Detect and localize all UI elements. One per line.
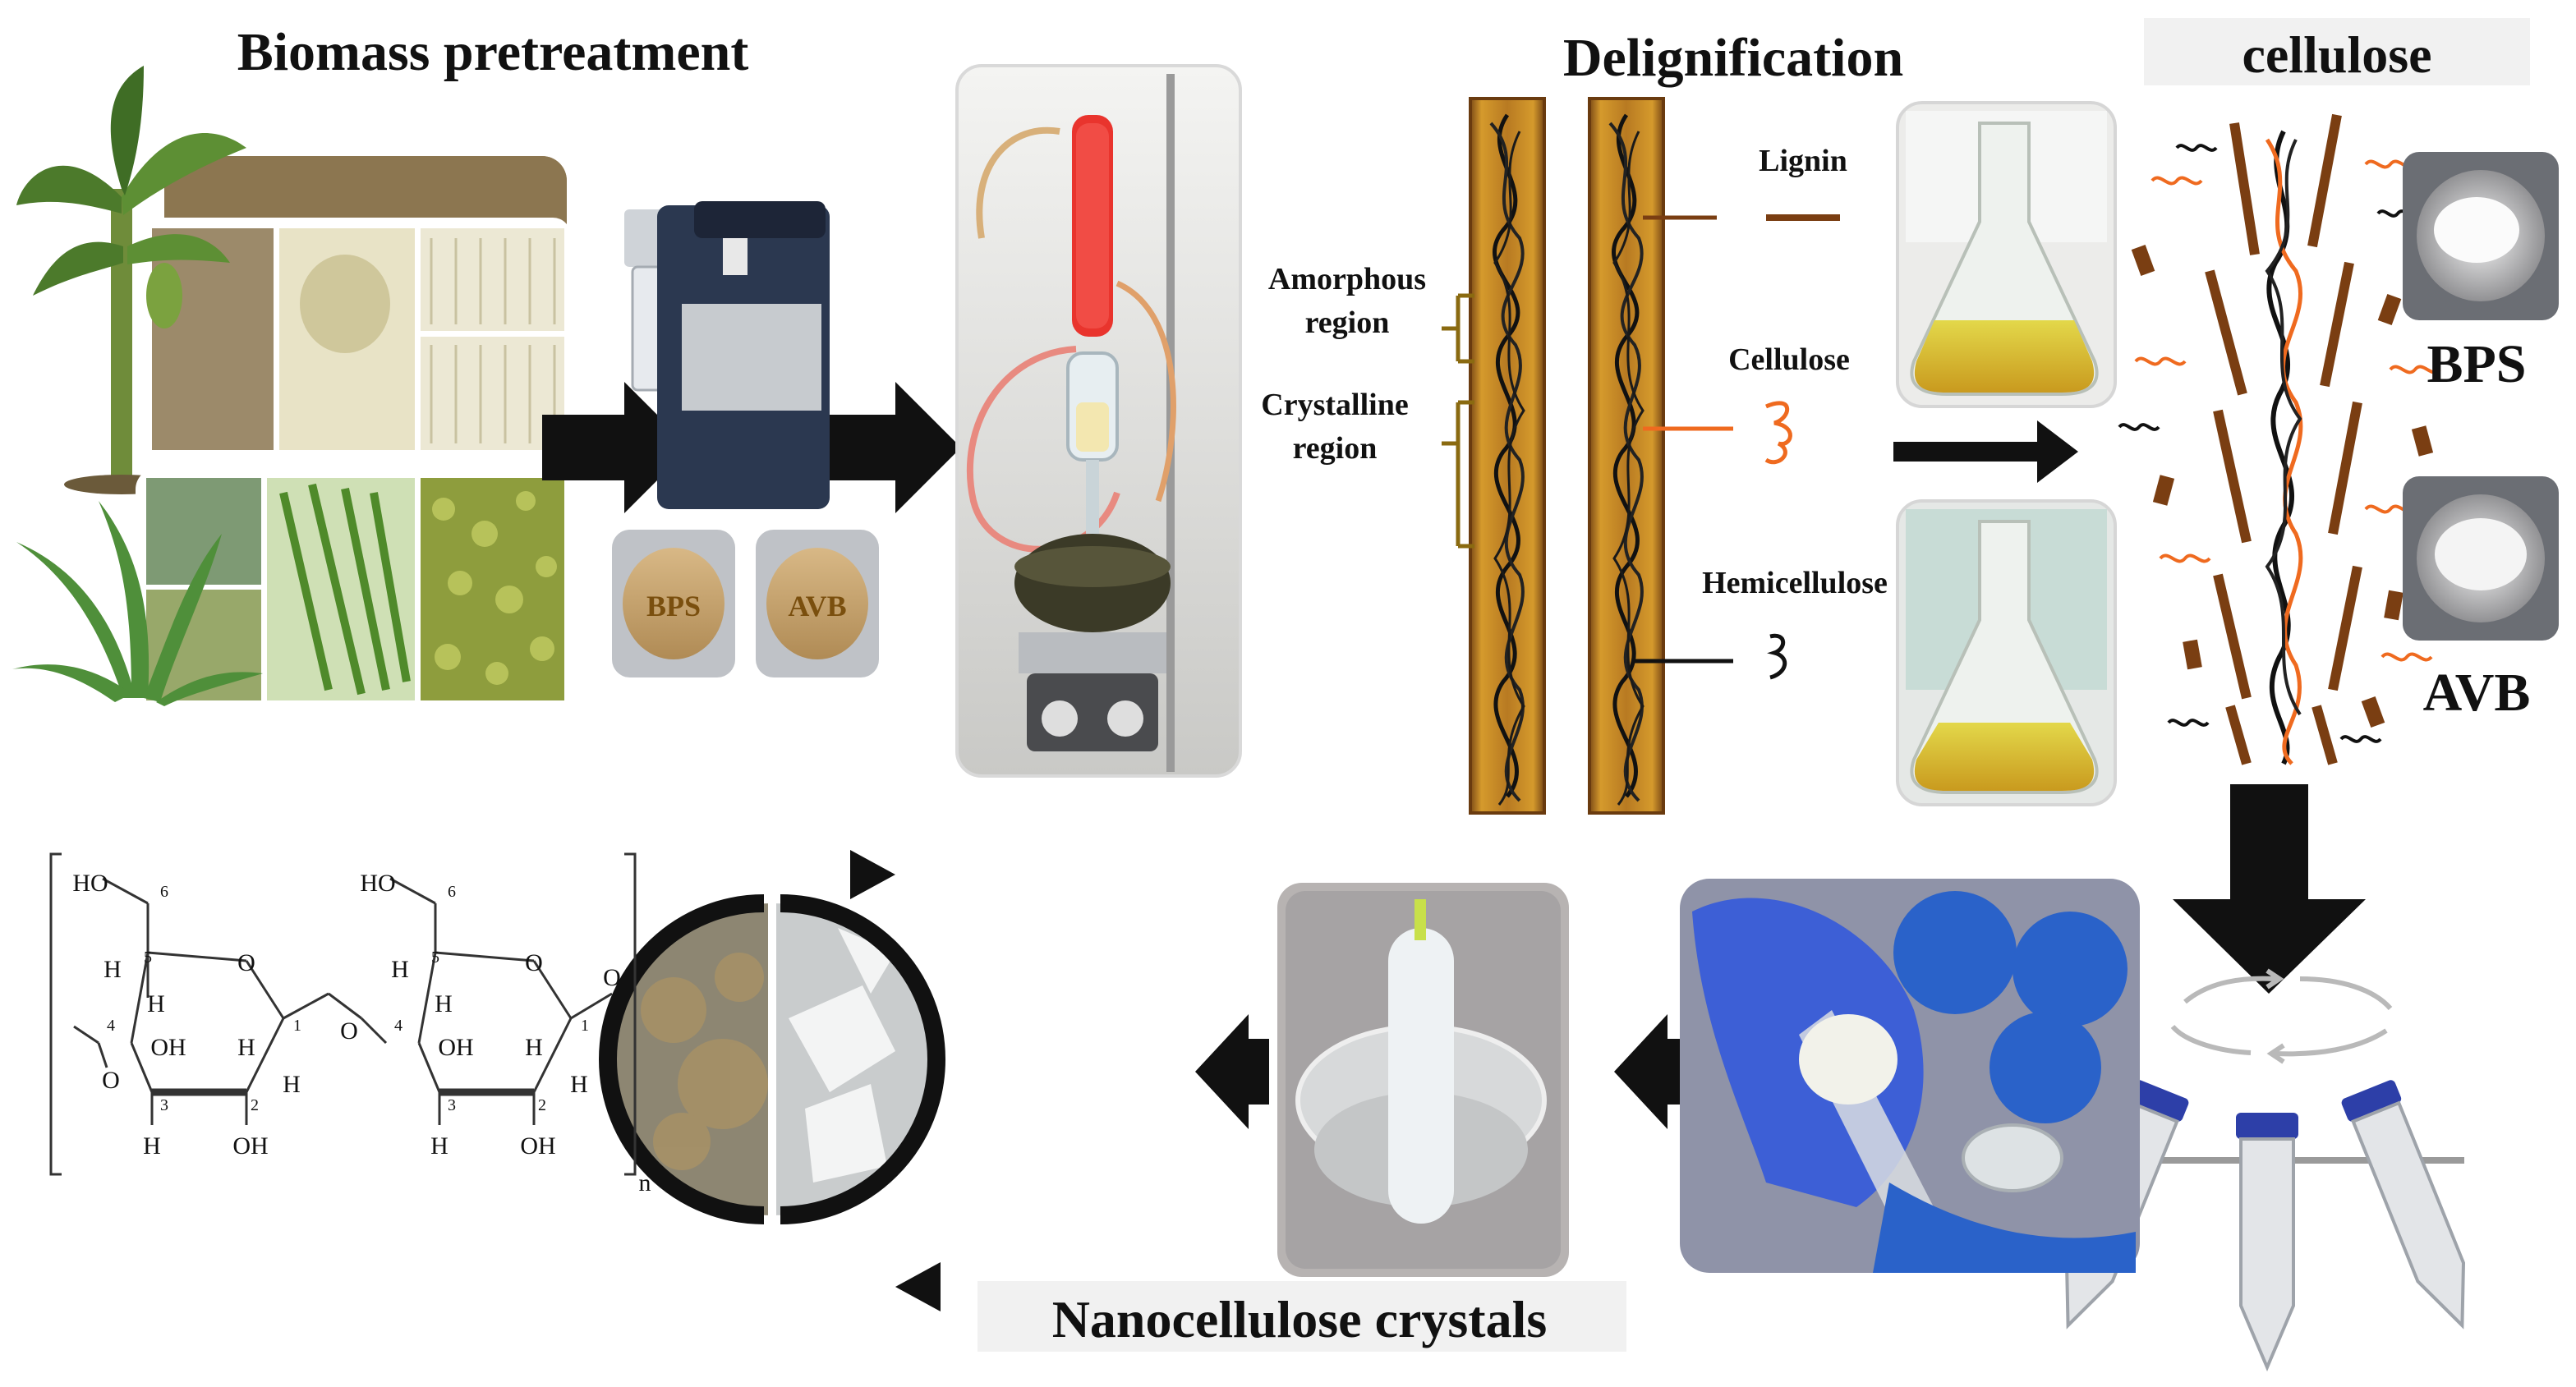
avb-dish-label: AVB xyxy=(788,590,846,622)
atom-h-b: H xyxy=(147,990,165,1017)
hemicellulose-label: Hemicellulose xyxy=(1702,566,1888,600)
atom-end-o-right: O xyxy=(603,964,621,991)
hemicellulose-legend-mark xyxy=(1767,633,1787,680)
bps-cellulose-dish xyxy=(2403,152,2559,320)
atom-bridge-o: O xyxy=(340,1017,358,1045)
atom-oh-d: OH xyxy=(520,1132,555,1160)
avb-cellulose-label: AVB xyxy=(2423,663,2531,723)
avb-powder-dish: AVB xyxy=(756,530,879,677)
cellulose-legend-mark xyxy=(1764,401,1792,465)
atom-oh-c: OH xyxy=(438,1034,473,1061)
banana-tree-illustration xyxy=(16,66,246,494)
bps-cellulose-label: BPS xyxy=(2426,334,2526,394)
atom-c3-right: 3 xyxy=(448,1096,456,1114)
crystalline-label-line1: Crystalline xyxy=(1261,388,1408,422)
cellulose-title-bg xyxy=(2144,18,2530,85)
atom-h-c: H xyxy=(237,1034,255,1061)
arrow-to-crystals xyxy=(1195,1014,1269,1129)
centrifuge-tube-middle xyxy=(2236,1113,2298,1372)
centrifuge-tube-right xyxy=(2341,1080,2466,1330)
atom-c6-left: 6 xyxy=(160,883,168,901)
atom-h-i: H xyxy=(570,1071,588,1098)
atom-ring-o-left: O xyxy=(237,949,255,976)
polymer-subscript-n: n xyxy=(639,1169,651,1196)
title-nanocellulose-crystals: Nanocellulose crystals xyxy=(1052,1290,1548,1348)
atom-ho-left: HO xyxy=(72,870,108,897)
atom-h-d: H xyxy=(283,1071,301,1098)
title-biomass-pretreatment: Biomass pretreatment xyxy=(237,22,749,82)
bps-powder-dish: BPS xyxy=(612,530,735,677)
soxhlet-extraction-photo xyxy=(955,64,1242,778)
structure-atom-labels: HO 6 5 O H H 4 OH H 1 H 3 2 H OH O O HO … xyxy=(72,870,651,1196)
arrow-to-soxhlet xyxy=(830,382,961,513)
atom-c3-left: 3 xyxy=(160,1096,168,1114)
atom-h-e: H xyxy=(143,1132,161,1160)
atom-oh-a: OH xyxy=(150,1034,186,1061)
grinding-mill-machine xyxy=(624,201,830,509)
cellulose-component-label: Cellulose xyxy=(1728,342,1850,377)
title-cellulose: cellulose xyxy=(2242,25,2431,84)
atom-ho-right: HO xyxy=(360,870,395,897)
arrow-to-cellulose xyxy=(1893,420,2078,483)
flask-photo-top xyxy=(1896,101,2117,408)
bps-dish-label: BPS xyxy=(646,590,701,622)
atom-c5-left: 5 xyxy=(144,948,152,967)
banana-photo-panel xyxy=(144,156,571,464)
lignin-label: Lignin xyxy=(1759,144,1847,178)
atom-c2-left: 2 xyxy=(251,1096,259,1114)
centrifuge-rotation-arrows xyxy=(2170,968,2393,1064)
fiber-left xyxy=(1469,97,1546,815)
crystalline-label-line2: region xyxy=(1293,431,1378,466)
atom-h-h: H xyxy=(525,1034,543,1061)
avb-cellulose-dish xyxy=(2403,476,2559,641)
atom-ring-o-right: O xyxy=(525,949,543,976)
title-delignification: Delignification xyxy=(1563,28,1903,88)
arrow-to-dialysis xyxy=(1614,1014,1688,1129)
flask-photo-bottom xyxy=(1896,499,2117,806)
process-arrows xyxy=(542,382,2366,1129)
atom-h-a: H xyxy=(104,956,122,983)
atom-c4-left: 4 xyxy=(107,1017,115,1035)
hydrolysis-glove-photo xyxy=(1680,879,2140,1273)
atom-oh-b: OH xyxy=(232,1132,268,1160)
atom-h-j: H xyxy=(430,1132,448,1160)
region-brackets xyxy=(1442,293,1474,549)
atom-h-f: H xyxy=(391,956,409,983)
atom-c4-right: 4 xyxy=(394,1017,402,1035)
aloe-vera-photo-panel xyxy=(136,468,571,710)
atom-c6-right: 6 xyxy=(448,883,456,901)
nanocrystal-circle-photo xyxy=(599,850,945,1311)
arrow-to-mill xyxy=(542,382,690,513)
atom-c1-right: 1 xyxy=(581,1017,589,1035)
atom-c2-right: 2 xyxy=(538,1096,546,1114)
amorphous-label-line2: region xyxy=(1305,305,1390,340)
cellulose-exploded-fiber xyxy=(2118,113,2448,765)
atom-end-o-left: O xyxy=(102,1067,120,1094)
dialysis-bag-photo xyxy=(1277,883,1569,1277)
aloe-plant-illustration xyxy=(12,501,263,706)
cellulose-chemical-structure xyxy=(49,852,637,1176)
atom-c1-left: 1 xyxy=(293,1017,301,1035)
arrow-down-to-centrifuge xyxy=(2173,784,2366,994)
atom-h-g: H xyxy=(435,990,453,1017)
atom-c5-right: 5 xyxy=(431,948,439,967)
fiber-right xyxy=(1588,97,1665,815)
amorphous-label-line1: Amorphous xyxy=(1268,262,1426,296)
nanocrystals-title-bg xyxy=(978,1281,1626,1352)
